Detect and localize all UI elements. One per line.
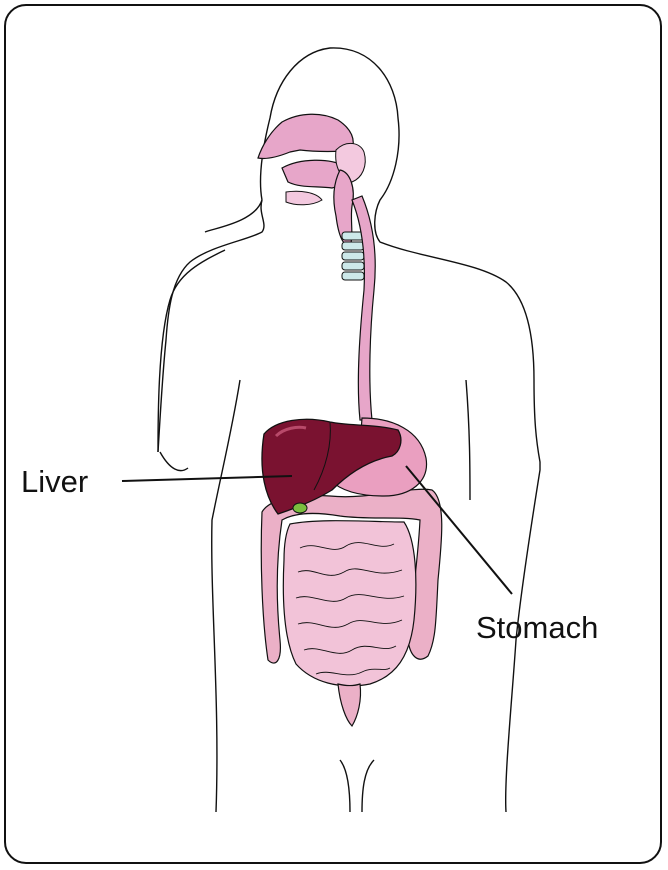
- liver-label: Liver: [21, 466, 88, 497]
- small-intestine: [283, 521, 416, 686]
- rectum: [338, 684, 361, 726]
- stomach-label: Stomach: [476, 612, 598, 643]
- gallbladder: [293, 503, 307, 513]
- trachea: [342, 232, 364, 280]
